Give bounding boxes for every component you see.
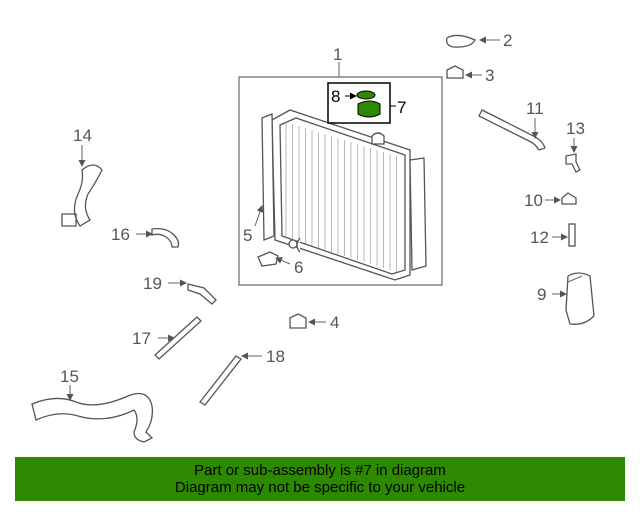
part-14-hose [61,164,103,227]
part-18-pipe [199,355,242,406]
part-6-drain-plug [257,251,279,267]
callout-7: 7 [397,98,406,117]
part-7-cap[interactable] [357,100,381,118]
callout-5: 5 [243,226,252,245]
part-15-hose [31,392,154,443]
radiator-assembly-frame [238,76,443,286]
callout-2: 2 [503,31,512,50]
part-13-clamp [565,153,581,173]
callout-12: 12 [530,228,549,247]
callout-16: 16 [111,225,130,244]
part-11-hose [478,109,546,151]
part-4-cushion [289,313,307,329]
part-12-pipe [568,223,576,247]
callout-1: 1 [333,45,342,64]
radiator-core [261,109,427,281]
callout-15: 15 [60,367,79,386]
callout-11: 11 [526,99,544,118]
footer-line-1: Part or sub-assembly is #7 in diagram [194,462,446,479]
callout-18: 18 [266,347,285,366]
part-3-cushion [446,65,464,79]
part-2-bracket [445,34,476,48]
callout-19: 19 [143,274,162,293]
callout-6: 6 [294,258,303,277]
callout-14: 14 [73,126,92,145]
callout-17: 17 [132,329,151,348]
callout-10: 10 [524,191,543,210]
part-17-pipe [154,316,202,360]
callout-8: 8 [331,87,340,106]
callout-4: 4 [330,313,339,332]
part-9-reservoir [565,272,595,325]
footer-banner: Part or sub-assembly is #7 in diagram Di… [15,457,625,501]
part-16-hose [151,227,180,248]
part-10-cap [561,192,577,205]
callout-9: 9 [537,285,546,304]
callout-13: 13 [566,119,585,138]
part-19-bracket [187,283,217,305]
footer-line-2: Diagram may not be specific to your vehi… [174,479,466,496]
callout-3: 3 [485,66,494,85]
part-8-seal [356,90,376,100]
